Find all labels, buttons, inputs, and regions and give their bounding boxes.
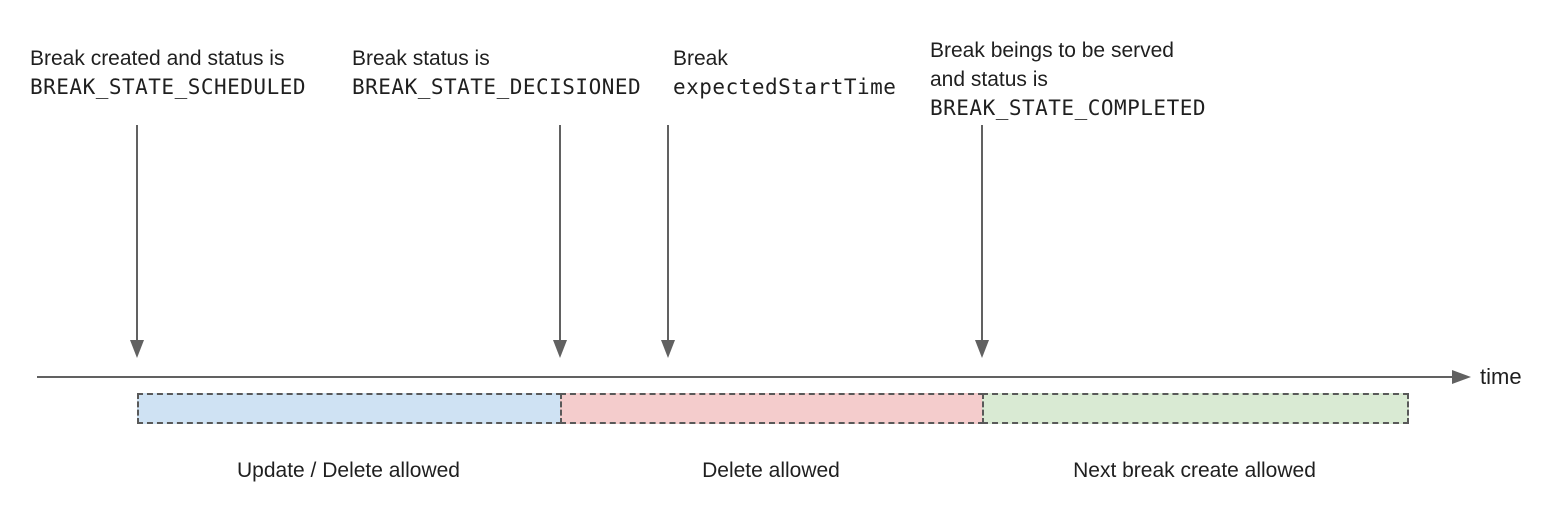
time-axis-label: time xyxy=(1480,364,1522,389)
segment-label: Next break create allowed xyxy=(1073,459,1316,482)
segment-delete-allowed xyxy=(560,393,984,424)
annotation-text-line: Break created and status is xyxy=(30,47,285,70)
segment-label: Update / Delete allowed xyxy=(237,459,460,482)
down-arrow-icon xyxy=(130,125,144,358)
arrow-head xyxy=(661,340,675,358)
annotation-code-line: BREAK_STATE_SCHEDULED xyxy=(30,75,307,99)
period-segments xyxy=(137,393,1409,424)
arrow-shaft xyxy=(559,125,561,342)
down-arrow-icon xyxy=(661,125,675,358)
annotation-code-line: expectedStartTime xyxy=(673,75,897,99)
time-axis-line xyxy=(37,376,1454,378)
annotation-code-line: BREAK_STATE_COMPLETED xyxy=(930,96,1207,120)
arrow-shaft xyxy=(667,125,669,342)
time-axis-arrowhead-icon xyxy=(1452,370,1471,384)
annotation-break-completed: Break beings to be served and status is … xyxy=(930,36,1206,123)
annotation-code-line: BREAK_STATE_DECISIONED xyxy=(352,75,642,99)
annotation-text-line: Break xyxy=(673,47,728,70)
annotation-break-scheduled: Break created and status is BREAK_STATE_… xyxy=(30,44,306,102)
down-arrow-icon xyxy=(975,125,989,358)
down-arrow-icon xyxy=(553,125,567,358)
arrow-shaft xyxy=(981,125,983,342)
segment-update-delete-allowed xyxy=(137,393,562,424)
arrow-head xyxy=(975,340,989,358)
arrow-head xyxy=(553,340,567,358)
annotation-text-line: Break beings to be served xyxy=(930,39,1174,62)
annotation-expected-start-time: Break expectedStartTime xyxy=(673,44,896,102)
annotation-text-line: Break status is xyxy=(352,47,490,70)
arrow-shaft xyxy=(136,125,138,342)
arrow-head xyxy=(130,340,144,358)
annotation-break-decisioned: Break status is BREAK_STATE_DECISIONED xyxy=(352,44,641,102)
segment-label: Delete allowed xyxy=(702,459,840,482)
segment-next-break-create-allowed xyxy=(982,393,1409,424)
annotation-text-line: and status is xyxy=(930,68,1048,91)
